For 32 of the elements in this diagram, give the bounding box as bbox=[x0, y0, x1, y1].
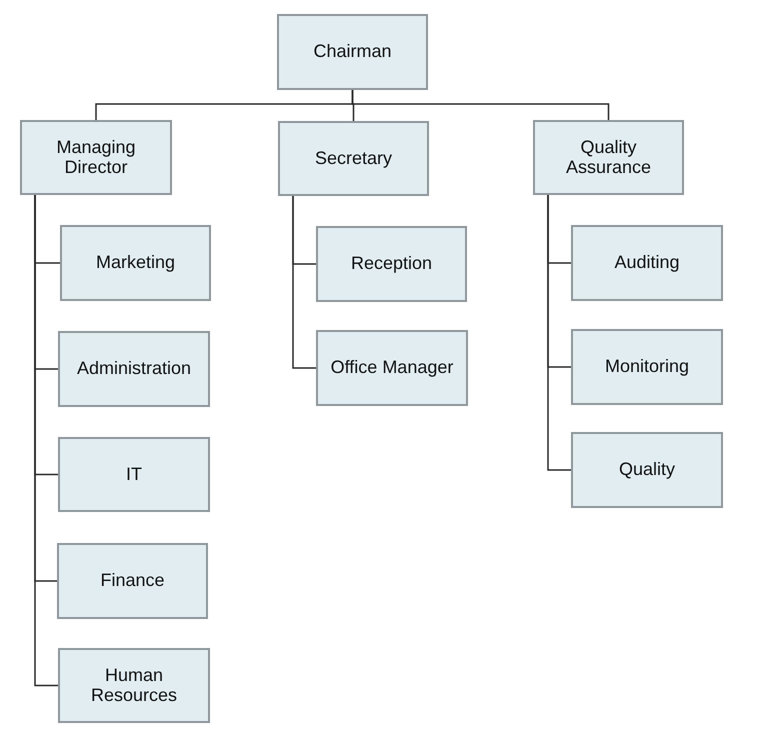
org-box bbox=[571, 225, 723, 301]
box-label: Office Manager bbox=[330, 358, 454, 378]
box-label: Reception bbox=[350, 254, 434, 274]
org-box bbox=[571, 329, 723, 405]
org-box bbox=[57, 543, 208, 619]
box-label: Quality Assurance bbox=[564, 138, 652, 178]
box-label: Monitoring bbox=[604, 357, 690, 377]
org-box bbox=[58, 331, 210, 407]
box-label: Human Resources bbox=[90, 666, 178, 706]
org-box bbox=[278, 121, 429, 196]
org-box bbox=[316, 330, 468, 406]
connector-line bbox=[547, 195, 571, 471]
box-label: Quality bbox=[618, 460, 676, 480]
org-box bbox=[60, 225, 211, 301]
org-box bbox=[58, 437, 210, 512]
connector-line bbox=[292, 196, 316, 369]
box-label: Administration bbox=[76, 359, 192, 379]
org-box bbox=[58, 648, 210, 723]
box-label: Managing Director bbox=[55, 138, 137, 178]
org-box bbox=[533, 120, 684, 195]
box-label: Secretary bbox=[314, 148, 394, 168]
org-box bbox=[277, 14, 428, 90]
box-label: Chairman bbox=[312, 42, 393, 62]
connector-line bbox=[34, 195, 58, 686]
box-label: Marketing bbox=[94, 253, 176, 273]
connector-line bbox=[352, 90, 610, 120]
box-label: Finance bbox=[99, 571, 166, 591]
box-label: Auditing bbox=[613, 253, 681, 273]
box-label: IT bbox=[125, 464, 143, 484]
org-box bbox=[316, 226, 467, 302]
org-box bbox=[20, 120, 172, 195]
org-box bbox=[571, 432, 723, 508]
